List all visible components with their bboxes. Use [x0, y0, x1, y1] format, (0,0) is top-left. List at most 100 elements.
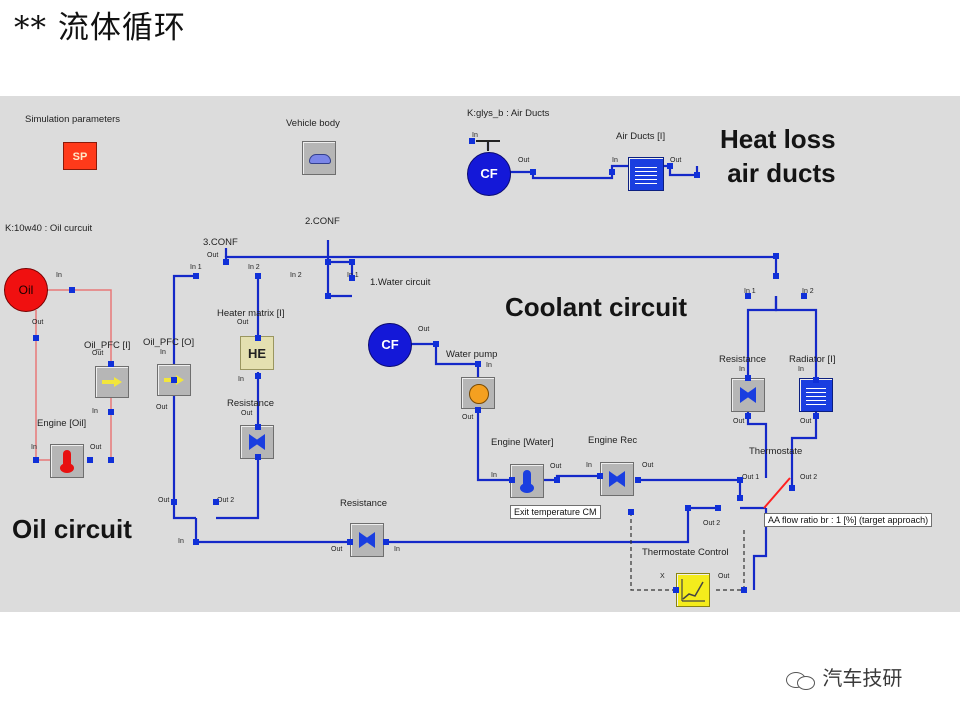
watermark-text: 汽车技研 — [822, 666, 903, 690]
port-label: In — [160, 349, 166, 356]
port-label: Out — [331, 546, 343, 553]
engine-water-block[interactable] — [510, 464, 544, 498]
engine-rec-block[interactable] — [600, 462, 634, 496]
port-dot — [193, 539, 199, 545]
simulation-parameters-block[interactable]: SP — [63, 142, 97, 170]
controller-curve-icon — [681, 579, 705, 602]
port-label: In — [394, 546, 400, 553]
oil-pfc-i-block[interactable] — [95, 366, 129, 398]
port-label: In — [612, 157, 618, 164]
oil-source-block[interactable]: Oil — [4, 268, 48, 312]
port-dot — [325, 293, 331, 299]
port-dot — [737, 477, 743, 483]
port-dot — [509, 477, 515, 483]
port-label: Out — [642, 462, 654, 469]
port-dot — [773, 253, 779, 259]
resistance-heater-label: Resistance — [227, 398, 274, 409]
port-dot — [789, 485, 795, 491]
port-label: Out — [158, 497, 170, 504]
port-label: Out — [241, 410, 253, 417]
port-dot — [745, 413, 751, 419]
port-dot — [213, 499, 219, 505]
air-cf-pump-block[interactable]: CF — [467, 152, 511, 196]
port-dot — [530, 169, 536, 175]
port-label: In — [586, 462, 592, 469]
port-label: Out — [462, 414, 474, 421]
engine-oil-block[interactable] — [50, 444, 84, 478]
resistance-bottom-block[interactable] — [350, 523, 384, 557]
heading-heat-loss: Heat loss air ducts — [720, 124, 836, 188]
heater-matrix-label: Heater matrix [I] — [217, 308, 285, 319]
port-label: In 2 — [248, 264, 260, 271]
radiator-icon — [635, 164, 657, 184]
air-ducts-block[interactable] — [628, 157, 664, 191]
port-label: Out 2 — [703, 520, 721, 527]
thermostate-control-block[interactable] — [676, 573, 710, 607]
conf3-label: 3.CONF — [203, 237, 238, 248]
port-dot — [255, 454, 261, 460]
port-label: Out — [32, 319, 44, 326]
port-dot — [108, 409, 114, 415]
valve-icon — [359, 532, 375, 548]
port-dot — [773, 273, 779, 279]
port-label: In — [739, 366, 745, 373]
vehicle-body-block[interactable] — [302, 141, 336, 175]
slide-title: ** 流体循环 — [14, 10, 186, 46]
port-dot — [347, 539, 353, 545]
port-label: In — [798, 366, 804, 373]
valve-icon — [249, 434, 265, 450]
port-dot — [745, 293, 751, 299]
water-pump-block[interactable] — [461, 377, 495, 409]
port-label: X — [660, 573, 665, 580]
port-dot — [554, 477, 560, 483]
port-label: Out — [237, 319, 249, 326]
port-dot — [745, 375, 751, 381]
port-dot — [694, 172, 700, 178]
port-label: Out — [418, 326, 430, 333]
port-dot — [635, 477, 641, 483]
resistance-bottom-label: Resistance — [340, 498, 387, 509]
resistance-right-label: Resistance — [719, 354, 766, 365]
pump-icon — [469, 384, 489, 404]
port-label: In — [472, 132, 478, 139]
heading-coolant: Coolant circuit — [505, 292, 688, 322]
port-label: Out — [156, 404, 168, 411]
port-label: In 1 — [744, 288, 756, 295]
sim-params-label: Simulation parameters — [25, 114, 121, 125]
port-dot — [813, 413, 819, 419]
exit-temperature-label: Exit temperature CM — [510, 505, 601, 519]
radiator-label: Radiator [I] — [789, 354, 836, 365]
port-label: Out — [207, 252, 219, 259]
engine-oil-label: Engine [Oil] — [37, 418, 87, 429]
port-dot — [737, 495, 743, 501]
oil-source-label: K:10w40 : Oil curcuit — [5, 223, 93, 234]
radiator-block[interactable] — [799, 378, 833, 412]
valve-icon — [609, 471, 625, 487]
port-dot — [597, 473, 603, 479]
port-dot — [667, 163, 673, 169]
port-dot — [433, 341, 439, 347]
port-dot — [255, 424, 261, 430]
port-label: Out — [518, 157, 530, 164]
port-dot — [255, 335, 261, 341]
heater-matrix-block[interactable]: HE — [240, 336, 274, 370]
port-dot — [801, 293, 807, 299]
port-label: In — [56, 272, 62, 279]
port-dot — [469, 138, 475, 144]
pump-arrow-icon — [102, 377, 122, 387]
port-label: In — [486, 362, 492, 369]
port-dot — [193, 273, 199, 279]
water-cf-pump-block[interactable]: CF — [368, 323, 412, 367]
port-dot — [33, 335, 39, 341]
watermark: 汽车技研 — [786, 662, 902, 691]
port-dot — [108, 361, 114, 367]
thermostate-label: Thermostate — [749, 446, 803, 457]
port-dot — [383, 539, 389, 545]
resistance-right-block[interactable] — [731, 378, 765, 412]
port-label: Out — [718, 573, 730, 580]
port-dot — [349, 259, 355, 265]
port-dot — [628, 509, 634, 515]
port-label: In — [92, 408, 98, 415]
port-dot — [349, 275, 355, 281]
